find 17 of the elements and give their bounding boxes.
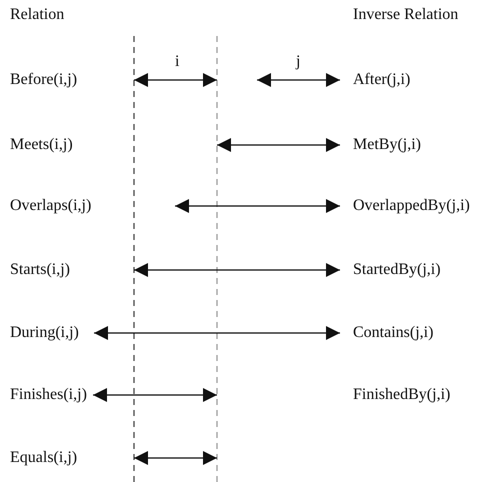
relation-label: Meets(i,j) xyxy=(10,137,73,153)
relation-label: Overlaps(i,j) xyxy=(10,198,92,214)
relation-label: During(i,j) xyxy=(10,325,79,341)
relation-label: Contains(j,i) xyxy=(353,325,434,341)
relation-label: MetBy(j,i) xyxy=(353,137,421,153)
relation-label: OverlappedBy(j,i) xyxy=(353,198,470,214)
interval-label: i xyxy=(175,54,180,70)
relation-label: Equals(i,j) xyxy=(10,450,78,466)
relation-label: StartedBy(j,i) xyxy=(353,262,441,278)
column-heading: Inverse Relation xyxy=(353,7,458,23)
column-heading: Relation xyxy=(10,7,64,23)
relation-label: FinishedBy(j,i) xyxy=(353,387,450,403)
relation-label: Before(i,j) xyxy=(10,72,78,88)
relation-label: Finishes(i,j) xyxy=(10,387,87,403)
interval-label: j xyxy=(296,54,300,70)
relation-label: Starts(i,j) xyxy=(10,262,70,278)
relation-label: After(j,i) xyxy=(353,72,410,88)
